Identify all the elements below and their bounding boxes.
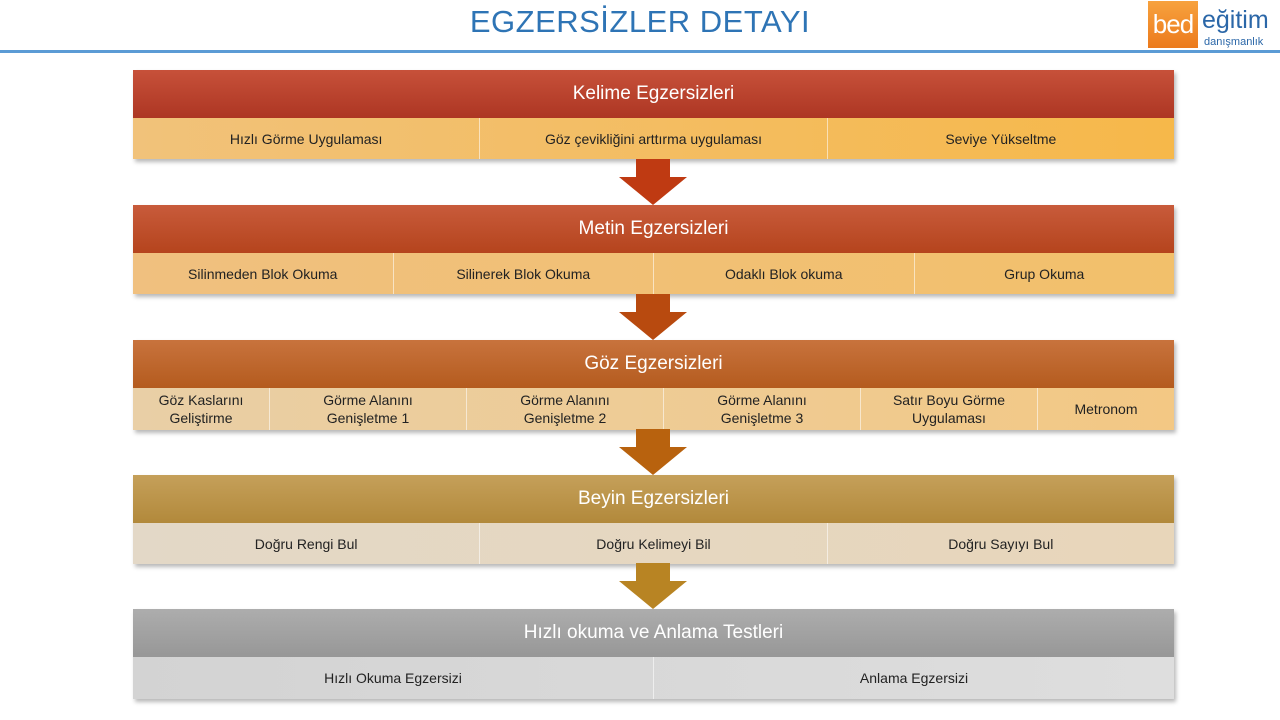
logo-word: eğitim <box>1202 6 1269 34</box>
block-items: Göz Kaslarını Geliştirme Görme Alanını G… <box>133 388 1174 430</box>
exercise-item: Görme Alanını Genişletme 2 <box>466 388 663 430</box>
block-hizli-okuma-testleri: Hızlı okuma ve Anlama Testleri Hızlı Oku… <box>133 609 1174 699</box>
exercise-item: Silinmeden Blok Okuma <box>188 265 338 282</box>
exercise-item: Doğru Kelimeyi Bil <box>479 523 826 564</box>
block-items: Hızlı Görme Uygulaması Göz çevikliğini a… <box>133 118 1174 159</box>
exercise-item: Seviye Yükseltme <box>826 118 1174 159</box>
block-title: Kelime Egzersizleri <box>133 70 1174 118</box>
block-goz-egzersizleri: Göz Egzersizleri Göz Kaslarını Geliştirm… <box>133 340 1174 430</box>
flow-arrow-down-icon <box>619 563 687 609</box>
block-kelime-egzersizleri: Kelime Egzersizleri Hızlı Görme Uygulama… <box>133 70 1174 159</box>
block-title: Beyin Egzersizleri <box>133 475 1174 523</box>
exercise-item: Hızlı Görme Uygulaması <box>229 130 383 147</box>
exercise-item: Doğru Sayıyı Bul <box>826 523 1174 564</box>
block-items: Doğru Rengi Bul Doğru Kelimeyi Bil Doğru… <box>133 523 1174 564</box>
exercise-item: Doğru Rengi Bul <box>254 535 358 552</box>
block-title: Göz Egzersizleri <box>133 340 1174 388</box>
page-title: EGZERSİZLER DETAYI <box>469 4 811 39</box>
logo-mark: bed <box>1148 1 1198 48</box>
logo-subtitle: danışmanlık <box>1204 36 1264 48</box>
flow-arrow-down-icon <box>619 294 687 340</box>
exercise-item: Anlama Egzersizi <box>653 657 1174 699</box>
exercise-item: Görme Alanını Genişletme 1 <box>269 388 466 430</box>
flow-arrow-down-icon <box>619 429 687 475</box>
exercise-item: Odaklı Blok okuma <box>653 253 914 294</box>
exercise-item: Hızlı Okuma Egzersizi <box>324 670 462 686</box>
block-items: Silinmeden Blok Okuma Silinerek Blok Oku… <box>133 253 1174 294</box>
exercise-item: Göz Kaslarını Geliştirme <box>158 392 244 426</box>
exercise-item: Silinerek Blok Okuma <box>392 253 654 294</box>
exercise-item: Metronom <box>1037 388 1174 430</box>
block-beyin-egzersizleri: Beyin Egzersizleri Doğru Rengi Bul Doğru… <box>133 475 1174 564</box>
title-divider <box>0 50 1280 53</box>
block-metin-egzersizleri: Metin Egzersizleri Silinmeden Blok Okuma… <box>133 205 1174 294</box>
exercise-item: Satır Boyu Görme Uygulaması <box>860 388 1037 430</box>
exercise-item: Göz çevikliğini arttırma uygulaması <box>479 118 826 159</box>
block-items: Hızlı Okuma Egzersizi Anlama Egzersizi <box>133 657 1174 699</box>
block-title: Metin Egzersizleri <box>133 205 1174 253</box>
company-logo: bed eğitim danışmanlık <box>1148 0 1274 50</box>
flow-arrow-down-icon <box>619 159 687 205</box>
exercise-item: Görme Alanını Genişletme 3 <box>663 388 860 430</box>
block-title: Hızlı okuma ve Anlama Testleri <box>133 609 1174 657</box>
exercise-item: Grup Okuma <box>913 253 1175 294</box>
